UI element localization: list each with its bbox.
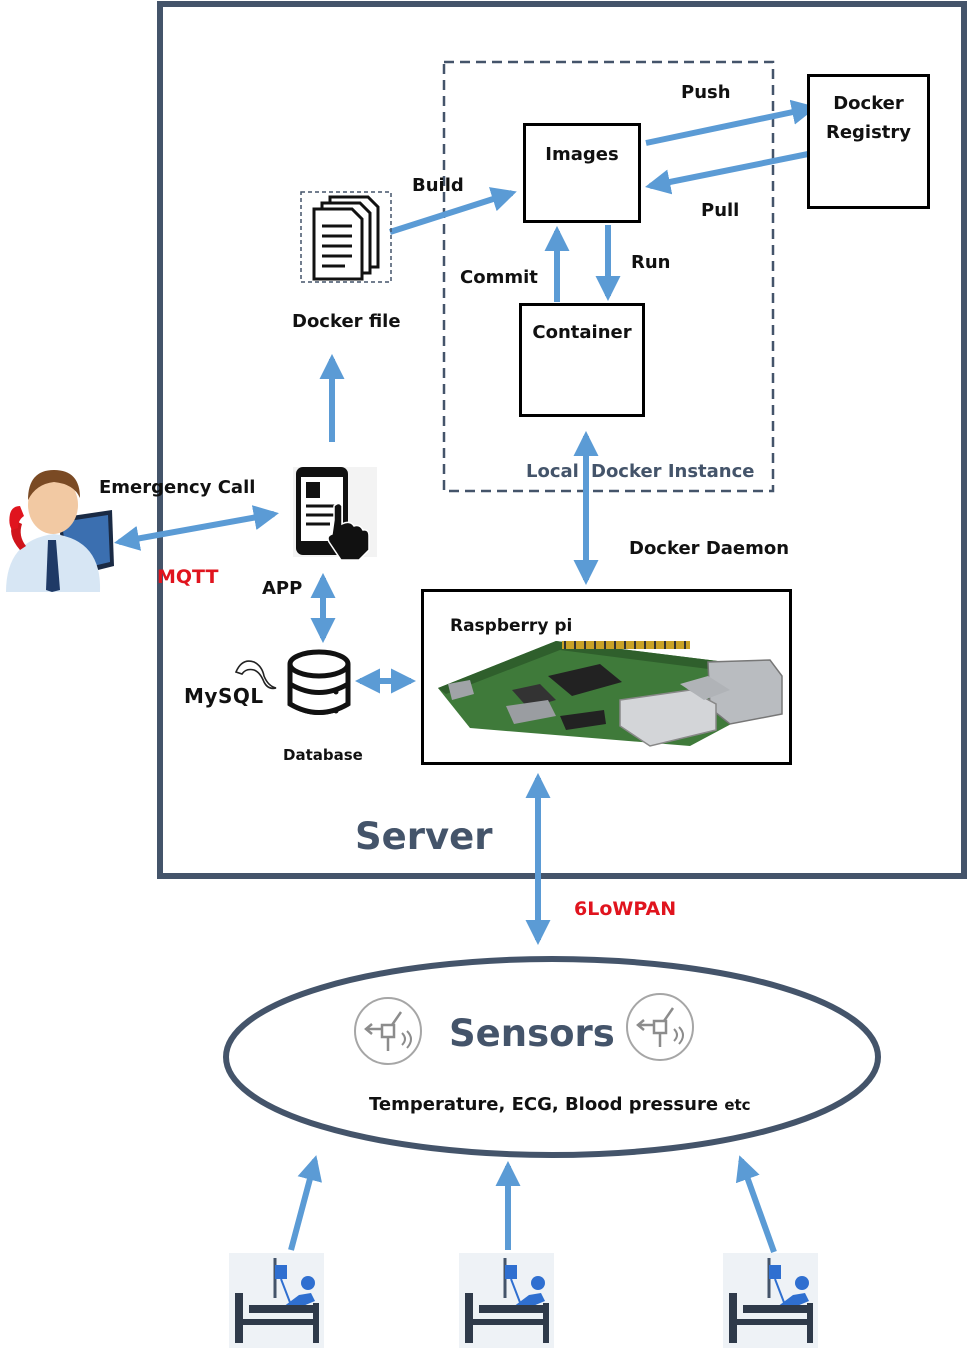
commit-label: Commit	[460, 267, 538, 288]
patient-right-arrow	[735, 1155, 777, 1254]
pull-arrow	[645, 149, 819, 195]
docker-daemon-label: Docker Daemon	[629, 538, 790, 559]
docker-file-icon	[300, 191, 392, 283]
sensors-subtitle-main: Temperature, ECG, Blood pressure	[369, 1094, 719, 1115]
raspberry-pi-board-image	[438, 641, 783, 747]
raspberry-pi-label: Raspberry pi	[450, 616, 573, 636]
mqtt-arrow	[114, 505, 279, 551]
push-label: Push	[681, 82, 731, 103]
docker-instance-frame	[442, 60, 775, 493]
run-label: Run	[631, 252, 671, 273]
mysql-dolphin-icon	[234, 660, 277, 690]
images-label: Images	[545, 144, 619, 165]
sensor-icon	[626, 993, 694, 1061]
server-frame	[157, 1, 967, 879]
app-label: APP	[262, 578, 303, 599]
patient-left-arrow	[288, 1155, 322, 1251]
container-box: Container	[519, 303, 645, 417]
build-arrow	[389, 187, 517, 235]
container-label: Container	[532, 322, 632, 343]
sensors-ellipse	[223, 956, 881, 1158]
raspberry-pi-box: Raspberry pi	[421, 589, 792, 765]
server-label: Server	[355, 815, 493, 858]
patient-bed-icon	[229, 1253, 324, 1348]
patient-bed-icon	[723, 1253, 818, 1348]
database-label: Database	[283, 746, 363, 764]
local-label: Local	[526, 461, 579, 482]
sensors-subtitle-etc: etc	[724, 1096, 751, 1114]
docker-registry-label-line1: Docker	[833, 93, 904, 114]
images-box: Images	[523, 123, 641, 223]
sensors-subtitle: Temperature, ECG, Blood pressure etc	[369, 1094, 751, 1115]
sensor-icon	[354, 997, 422, 1065]
docker-file-label: Docker file	[292, 311, 401, 332]
emergency-call-label: Emergency Call	[99, 477, 256, 498]
smartphone-icon	[293, 467, 377, 561]
mqtt-label: MQTT	[157, 566, 219, 588]
emergency-caller-person-icon	[6, 470, 114, 592]
database-icon	[287, 649, 351, 715]
build-label: Build	[412, 175, 464, 196]
sixlowpan-label: 6LoWPAN	[574, 898, 677, 920]
docker-registry-label-line2: Registry	[825, 122, 912, 143]
sensors-title: Sensors	[449, 1012, 615, 1055]
docker-registry-box: Docker Registry	[807, 74, 930, 209]
mysql-label: MySQL	[184, 684, 264, 708]
docker-instance-label: Docker Instance	[591, 461, 755, 482]
pull-label: Pull	[701, 200, 740, 221]
push-arrow	[645, 99, 817, 146]
patient-bed-icon	[459, 1253, 554, 1348]
